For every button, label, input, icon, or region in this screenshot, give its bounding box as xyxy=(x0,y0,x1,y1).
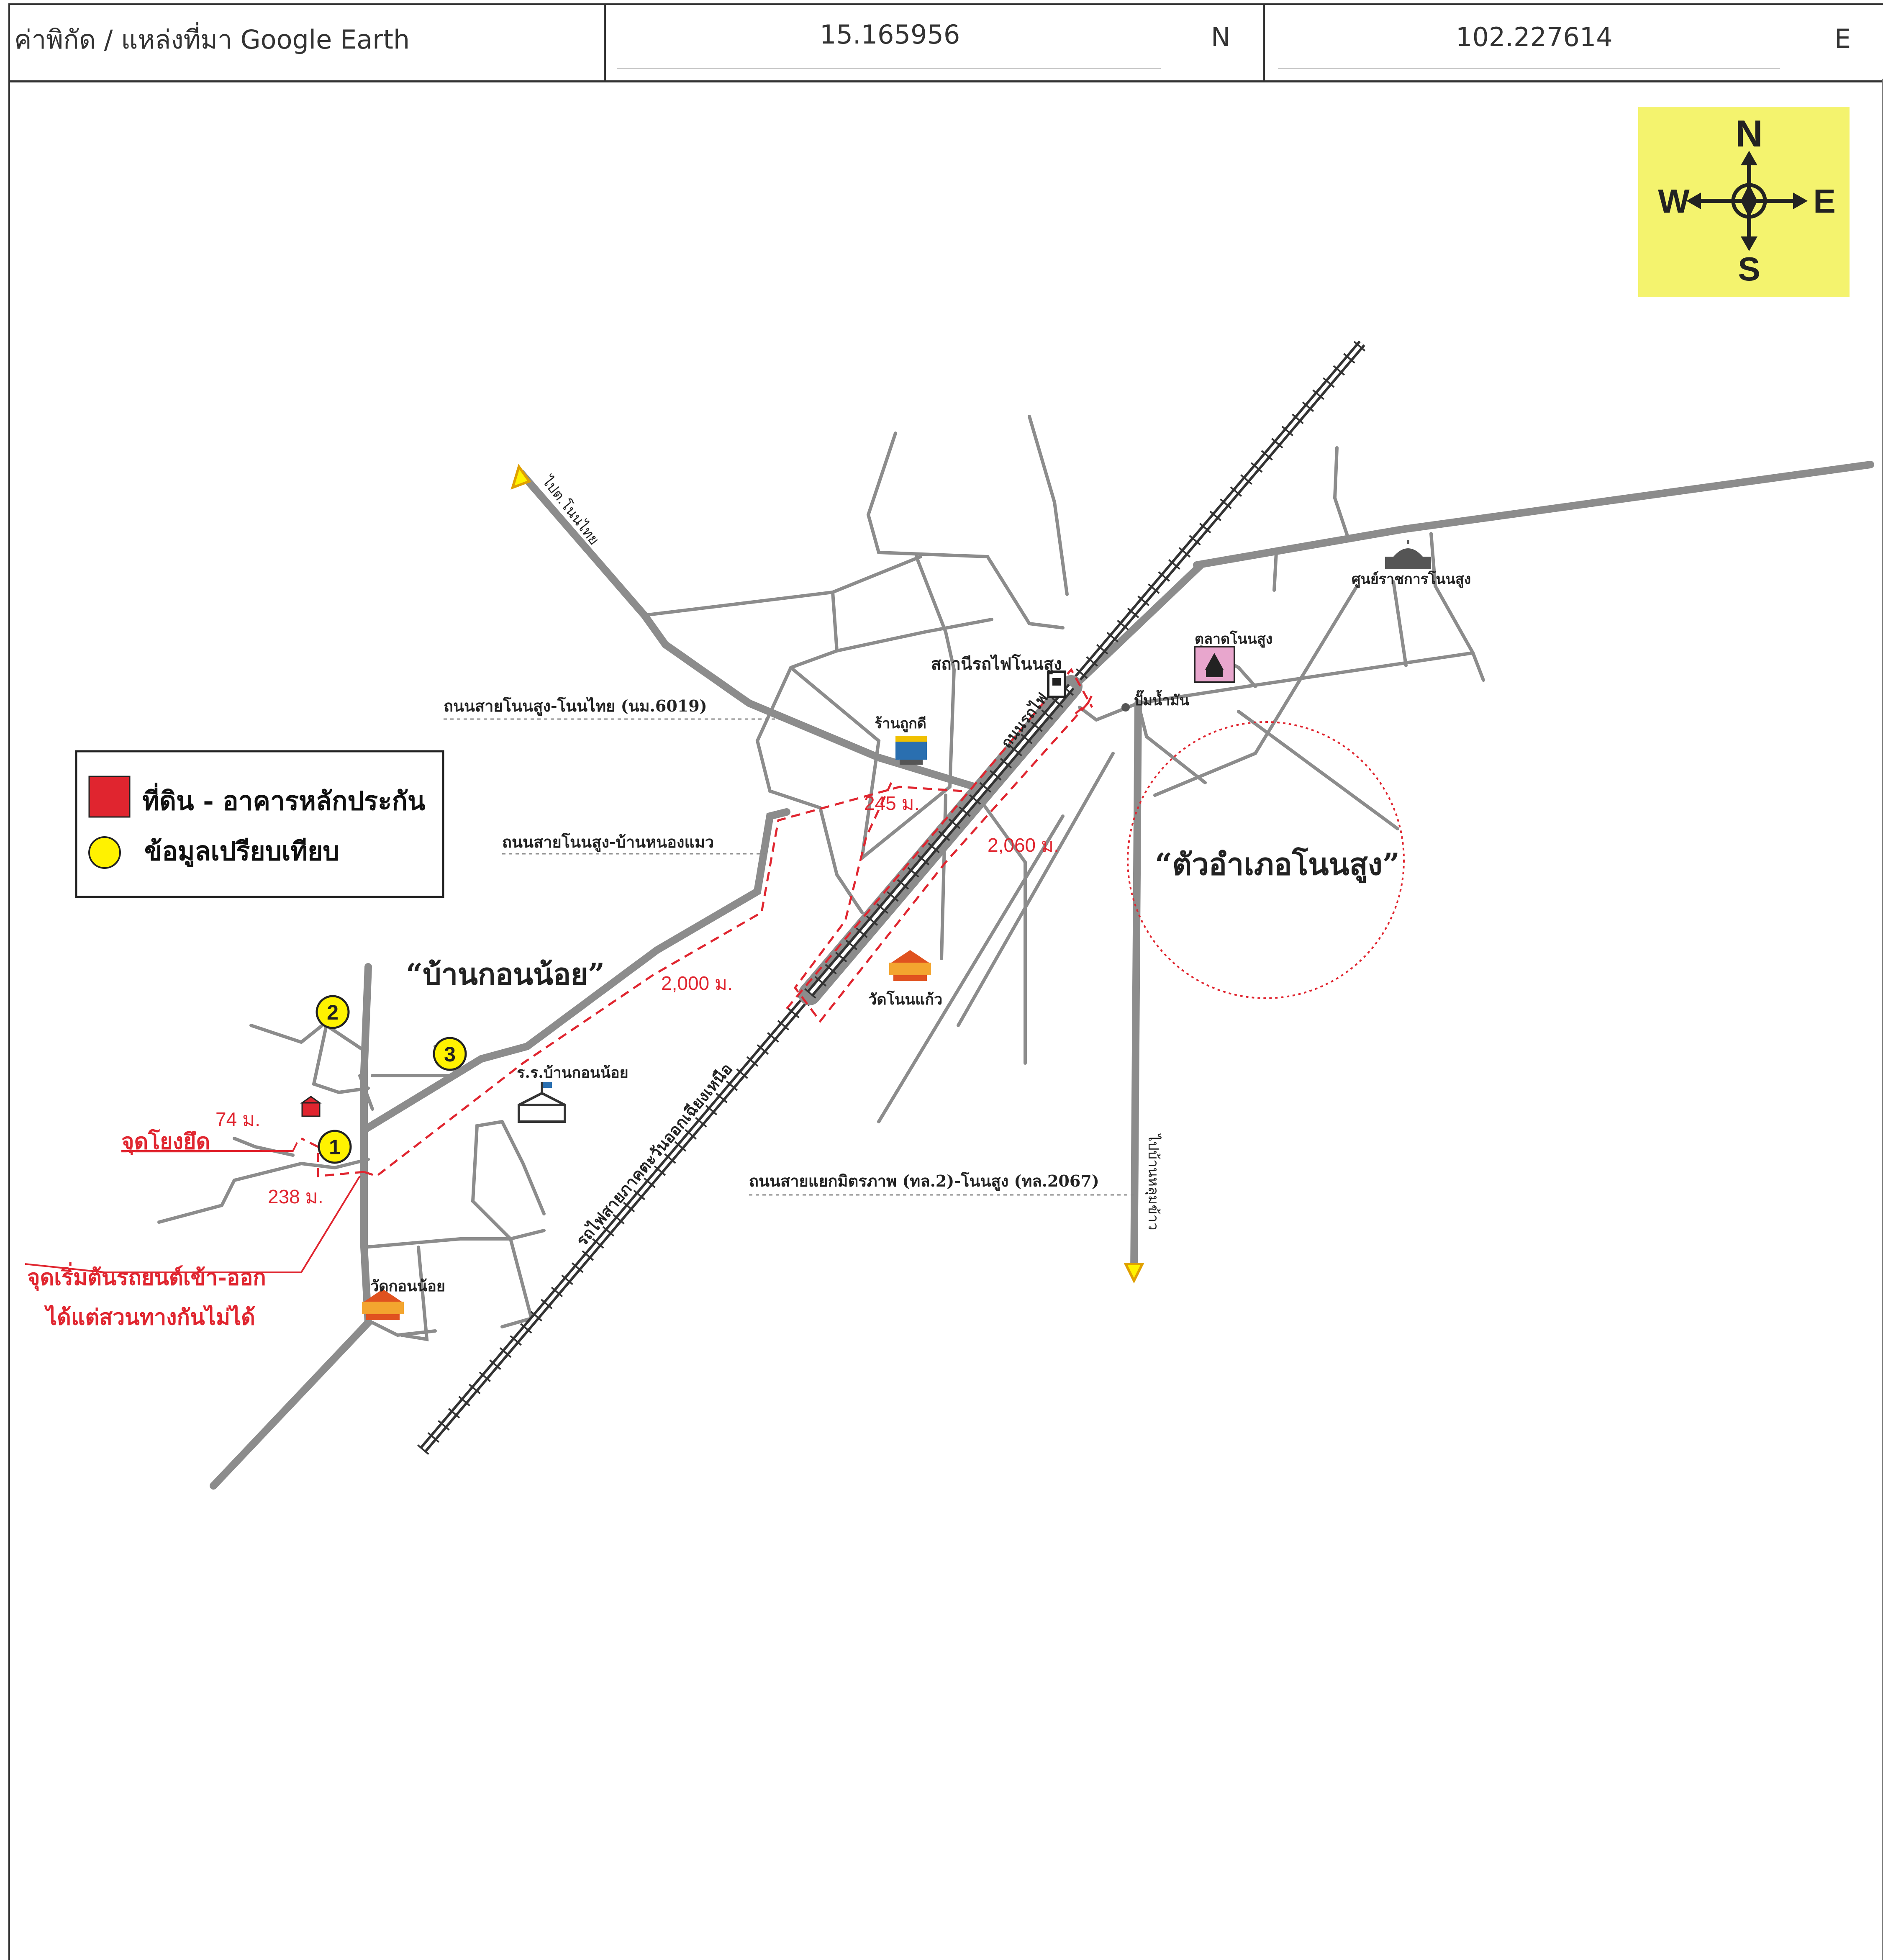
school-label: ร.ร.บ้านกอนน้อย xyxy=(517,1064,629,1081)
comparison-marker-3 xyxy=(433,1037,467,1071)
distance-245: 245 ม. xyxy=(864,792,920,814)
legend-comparison-label: ข้อมูลเปรียบเทียบ xyxy=(144,836,339,867)
road-ban-khon-noi xyxy=(210,963,372,1490)
legend-collateral-swatch xyxy=(88,776,131,818)
distance-238: 238 ม. xyxy=(268,1186,323,1207)
road-2067 xyxy=(1130,699,1142,1276)
gas-station-icon xyxy=(1121,703,1130,712)
to-non-thai-label: ไปต.โนนไทย xyxy=(538,473,603,548)
comparison-marker-1 xyxy=(318,1130,352,1164)
railway xyxy=(417,338,1367,1455)
major-roads xyxy=(210,461,1874,1490)
train-station-icon xyxy=(1047,670,1066,698)
road-6019-label: ถนนสายโนนสูง-โนนไทย (นม.6019) xyxy=(444,696,707,716)
start-point-label-2: ได้แต่สวนทางกันไม่ได้ xyxy=(44,1305,255,1330)
school-icon xyxy=(518,1082,566,1123)
district-circle xyxy=(1127,721,1405,999)
area-village-label: “บ้านกอนน้อย” xyxy=(406,957,605,992)
minor-roads xyxy=(157,415,1485,1341)
legend-comparison-swatch xyxy=(88,836,121,869)
longitude-direction: E xyxy=(1834,23,1851,54)
link-point-label: จุดโยงยึด xyxy=(121,1128,210,1155)
latitude-direction: N xyxy=(1211,22,1231,52)
coordinate-header: ค่าพิกัด / แหล่งที่มา Google Earth 15.16… xyxy=(8,3,1883,82)
arrow-to-non-thai xyxy=(511,464,531,490)
distance-2060: 2,060 ม. xyxy=(988,834,1059,856)
legend: ที่ดิน - อาคารหลักประกัน ข้อมูลเปรียบเที… xyxy=(75,750,444,898)
svg-text:1: 1 xyxy=(329,1135,341,1159)
collateral-property-marker xyxy=(301,1102,321,1117)
shop-label: ร้านถูกดี xyxy=(875,715,926,732)
temple-icon-khon-noi xyxy=(362,1289,404,1320)
route-path xyxy=(300,668,1093,1177)
road-nong-maeo-label: ถนนสายโนนสูง-บ้านหนองแมว xyxy=(502,832,714,852)
compass-w: W xyxy=(1658,182,1690,220)
railway-label: รถไฟสายภาคตะวันออกเฉียงเหนือ xyxy=(572,1059,736,1250)
compass-n: N xyxy=(1736,113,1763,155)
arrow-to-ban-lum xyxy=(1124,1263,1144,1284)
market-label: ตลาดโนนสูง xyxy=(1195,630,1272,648)
latitude-value: 15.165956 xyxy=(820,19,960,50)
road-6019 xyxy=(517,469,979,791)
compass-rose: N S W E xyxy=(1638,107,1850,297)
longitude-value: 102.227614 xyxy=(1456,22,1613,52)
wat-khon-noi-label: วัดกอนน้อย xyxy=(370,1277,445,1295)
svg-text:2: 2 xyxy=(327,1001,339,1024)
gov-center-label: ศูนย์ราชการโนนสูง xyxy=(1352,570,1471,588)
map-frame xyxy=(8,79,1883,1960)
start-point-label-1: จุดเริ่มต้นรถยนต์เข้า-ออก xyxy=(27,1262,266,1291)
wat-non-kaeo-label: วัดโนนแก้ว xyxy=(868,990,942,1008)
legend-collateral-label: ที่ดิน - อาคารหลักประกัน xyxy=(142,783,425,816)
compass-s: S xyxy=(1738,250,1760,288)
road-2067-label: ถนนสายแยกมิตรภาพ (ทล.2)-โนนสูง (ทล.2067) xyxy=(749,1171,1099,1191)
to-ban-lum-label: ไปบ้านหลุมข้าว xyxy=(1145,1133,1162,1230)
distance-74: 74 ม. xyxy=(215,1108,260,1130)
comparison-marker-2 xyxy=(316,995,350,1029)
compass-e: E xyxy=(1813,182,1835,220)
distance-2000: 2,000 ม. xyxy=(661,972,733,994)
coordinate-source-label: ค่าพิกัด / แหล่งที่มา Google Earth xyxy=(14,24,410,55)
road-east xyxy=(1193,461,1874,569)
gas-station-label: ปั๊มน้ำมัน xyxy=(1134,690,1189,709)
svg-text:3: 3 xyxy=(444,1043,456,1066)
road-nong-maeo xyxy=(360,808,790,1134)
shop-icon xyxy=(895,736,927,765)
temple-icon-non-kaeo xyxy=(889,950,931,981)
government-center-icon xyxy=(1385,540,1431,569)
station-label: สถานีรถไฟโนนสูง xyxy=(931,654,1062,674)
area-district-label: “ตัวอำเภอโนนสูง” xyxy=(1155,846,1400,884)
comparison-markers: 2 3 1 xyxy=(316,995,467,1164)
